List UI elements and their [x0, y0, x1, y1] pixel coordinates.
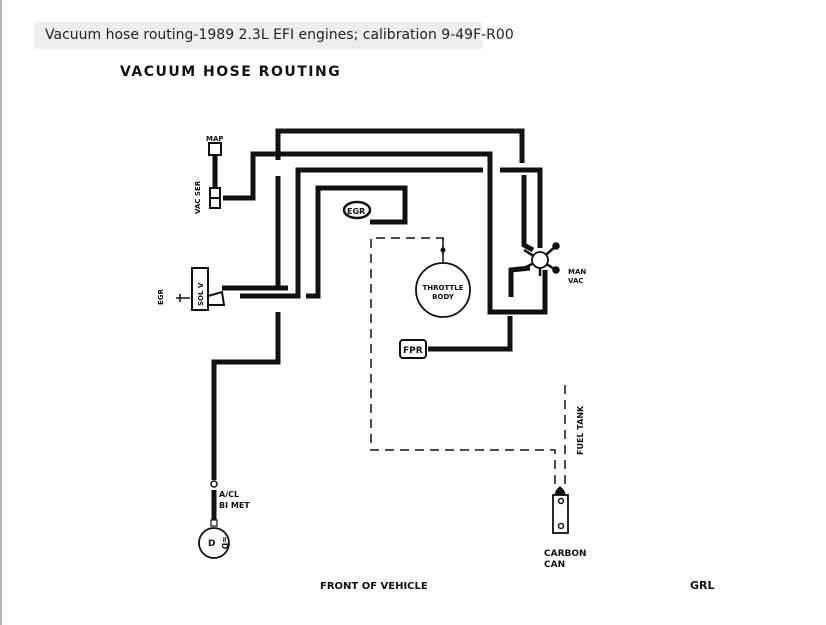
hose-top-outer: [275, 128, 525, 163]
hose-lower: [211, 312, 281, 480]
hose-egr: [306, 185, 408, 299]
fuel-pressure-regulator: FPR: [399, 339, 427, 359]
fpr-label: FPR: [403, 346, 423, 356]
egr-valve: EGR: [342, 200, 372, 220]
carbon-canister: CARBON CAN: [544, 486, 587, 570]
man-vac-label-2: VAC: [568, 277, 584, 285]
egr-side-label: EGR: [157, 288, 165, 305]
hose-manvac-right: [500, 167, 543, 248]
fuel-tank-label: FUEL TANK: [576, 405, 585, 455]
manifold-vacuum-fitting: MAN VAC: [523, 242, 586, 285]
vac-ser-label: VAC SER: [194, 180, 202, 214]
hose-fpr: [428, 316, 513, 352]
egr-valve-label: EGR: [347, 207, 365, 216]
sol-v-label: SOL V: [197, 282, 205, 306]
front-of-vehicle-label: FRONT OF VEHICLE: [320, 581, 428, 592]
carbon-can-label-2: CAN: [544, 560, 565, 570]
grl-code-label: GRL: [690, 579, 715, 592]
throttle-body: THROTTLE BODY: [415, 238, 471, 318]
map-sensor: MAP: [206, 135, 224, 156]
air-cleaner-bimetal-sensor: D ≈D A/CL BI MET: [198, 480, 250, 559]
page-left-border: [0, 0, 2, 625]
carbon-can-label-1: CARBON: [544, 549, 587, 559]
throttle-body-label-2: BODY: [432, 293, 455, 301]
map-label: MAP: [206, 135, 224, 143]
ac-cl-label-2: BI MET: [219, 501, 250, 510]
ac-cl-label-1: A/CL: [219, 490, 239, 499]
image-caption: Vacuum hose routing-1989 2.3L EFI engine…: [34, 22, 514, 49]
hose-manvac-left: [521, 175, 535, 253]
throttle-body-label-1: THROTTLE: [423, 284, 464, 292]
hose-manvac-lower: [508, 265, 531, 297]
diagram-title: VACUUM HOSE ROUTING: [120, 64, 341, 80]
vapor-line-main: [370, 237, 556, 485]
bimetal-glyph-2: ≈D: [220, 536, 229, 550]
bimetal-glyph: D: [208, 539, 215, 549]
vac-ser-connector: VAC SER: [194, 180, 221, 214]
egr-solenoid-valve: SOL V EGR: [157, 267, 226, 311]
hose-vac-ser: [223, 151, 548, 315]
hose-third: [240, 167, 483, 299]
man-vac-label-1: MAN: [568, 268, 586, 276]
